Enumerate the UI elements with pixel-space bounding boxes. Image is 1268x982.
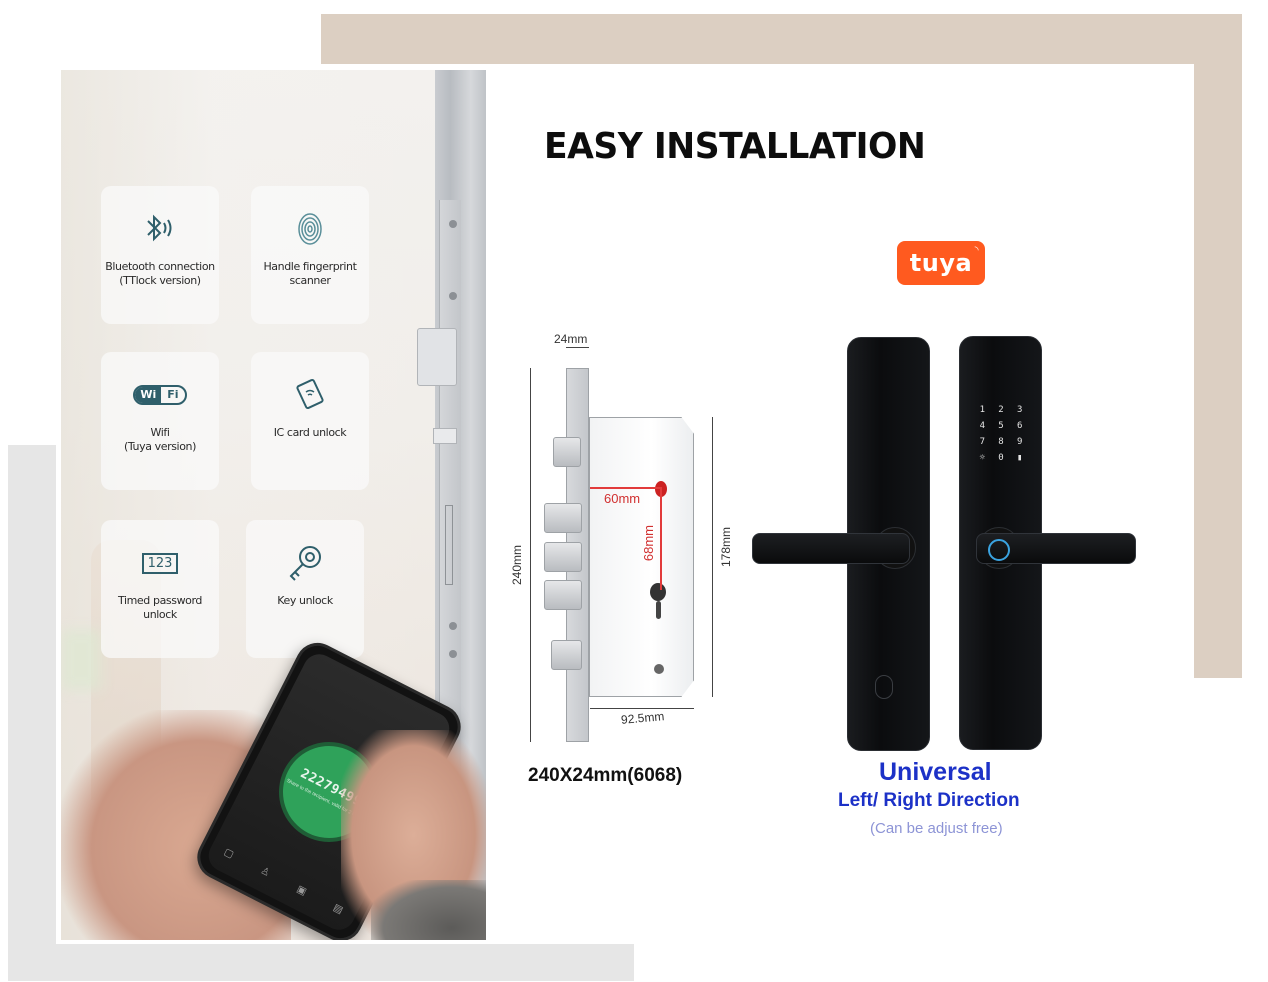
caption-universal: Universal [879, 758, 992, 786]
dead-latch [433, 428, 457, 444]
fingerprint-icon [295, 208, 325, 250]
thumb-turn-icon [875, 675, 893, 699]
keypad-key: 8 [998, 437, 1004, 447]
touch-keypad: 1 2 3 4 5 6 7 8 9 ☼ 0 ▮ [973, 405, 1029, 463]
password-icon: 123 [141, 542, 179, 584]
keypad-key: 6 [1016, 421, 1023, 431]
feature-label: Key unlock [277, 594, 333, 607]
fingerprint-sensor-icon [988, 539, 1010, 561]
feature-card-bluetooth: Bluetooth connection (TTlock version) [101, 186, 219, 324]
keypad-key: 1 [979, 405, 986, 415]
feature-label: Handle fingerprint scanner [263, 260, 357, 287]
feature-label: IC card unlock [273, 426, 347, 439]
bluetooth-icon [142, 208, 178, 250]
keypad-key: ☼ [979, 453, 986, 463]
width-dimension: 24mm [554, 332, 588, 346]
latch-bolt [553, 437, 581, 467]
feature-card-key: Key unlock [246, 520, 364, 658]
height-dimension: 240mm [510, 545, 524, 586]
keypad-key: 9 [1016, 437, 1023, 447]
tuya-logo: tuya ◝ [897, 241, 985, 285]
mortise-body [589, 417, 694, 697]
keypad-key: 2 [998, 405, 1004, 415]
deadbolt [544, 542, 582, 572]
keypad-key: 4 [979, 421, 986, 431]
caption-adjust: (Can be adjust free) [870, 820, 1003, 837]
nav-icon: ♙ [258, 865, 272, 880]
keypad-key: 7 [979, 437, 986, 447]
deadbolt [544, 503, 582, 533]
backset-dimension: 60mm [604, 491, 641, 506]
ic-card-icon [295, 374, 325, 416]
keypad-key: 0 [998, 453, 1004, 463]
caption-direction: Left/ Right Direction [838, 790, 1020, 811]
feature-label: Wifi (Tuya version) [123, 426, 197, 453]
mortise-model-label: 240X24mm(6068) [528, 765, 683, 786]
screw-icon [449, 622, 457, 630]
keypad-key: ▮ [1016, 453, 1023, 463]
key-icon [286, 542, 324, 584]
latch-bolt [417, 328, 457, 386]
deadbolt [544, 580, 582, 610]
screw-icon [449, 650, 457, 658]
inner-lever [752, 533, 910, 564]
feature-card-fingerprint: Handle fingerprint scanner [251, 186, 369, 324]
sweater-sleeve [371, 880, 486, 940]
keypad-key: 3 [1016, 405, 1023, 415]
feature-label: Bluetooth connection (TTlock version) [105, 260, 215, 287]
page-title: EASY INSTALLATION [544, 126, 926, 167]
screw-icon [449, 292, 457, 300]
cylinder-hole [650, 583, 666, 601]
plant-glow [61, 630, 101, 690]
body-height-dimension: 178mm [719, 527, 733, 568]
faceplate-slot [445, 505, 453, 585]
feature-label: Timed password unlock [117, 594, 203, 621]
auxiliary-bolt [551, 640, 582, 670]
feature-card-timed-password: 123 Timed password unlock [101, 520, 219, 658]
keypad-key: 5 [998, 421, 1004, 431]
signal-icon: ◝ [974, 245, 979, 256]
feature-card-ic-card: IC card unlock [251, 352, 369, 490]
nav-icon: ▢ [222, 846, 236, 861]
screw-icon [449, 220, 457, 228]
center-distance-dimension: 68mm [641, 525, 656, 562]
nav-icon: ▣ [294, 883, 309, 898]
lifestyle-photo: Bluetooth connection (TTlock version) Ha… [61, 70, 486, 940]
